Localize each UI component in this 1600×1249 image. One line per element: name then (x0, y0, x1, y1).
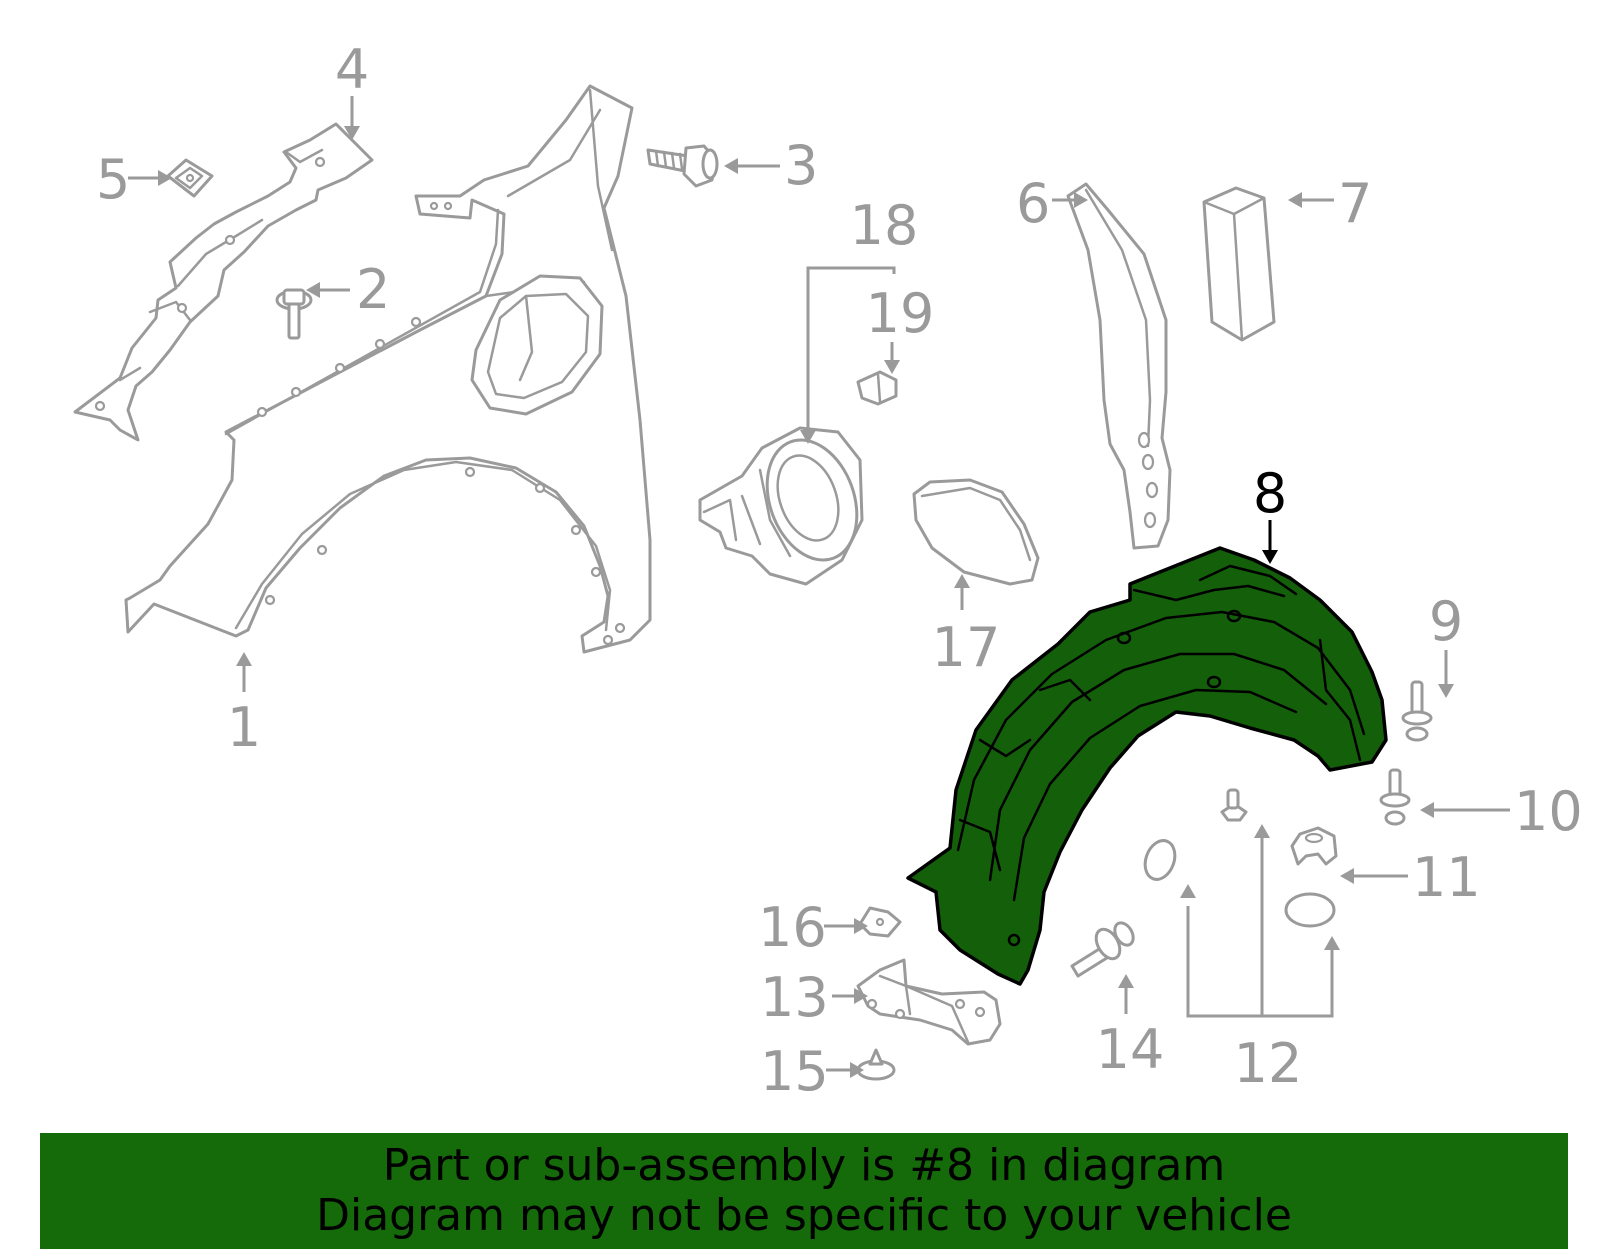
part-2-bolt[interactable] (275, 288, 313, 340)
callout-2[interactable]: 2 (356, 258, 390, 321)
callout-7[interactable]: 7 (1338, 172, 1372, 235)
part-15-push-pin[interactable] (856, 1048, 896, 1081)
part-7-foam-block[interactable] (1202, 186, 1276, 342)
part-4-fender-bracket[interactable] (73, 122, 374, 442)
banner-line-1: Part or sub-assembly is #8 in diagram (382, 1140, 1226, 1191)
callout-18[interactable]: 18 (850, 194, 919, 257)
callout-6[interactable]: 6 (1016, 172, 1050, 235)
part-8-fender-liner[interactable] (906, 546, 1388, 986)
part-13-bracket[interactable] (856, 958, 1002, 1046)
callout-4[interactable]: 4 (335, 38, 369, 101)
callout-9[interactable]: 9 (1429, 590, 1463, 653)
part-16-clip-nut[interactable] (858, 906, 902, 938)
callout-13[interactable]: 13 (760, 966, 829, 1029)
callout-8[interactable]: 8 (1253, 462, 1287, 525)
part-6-seal-strip[interactable] (1066, 182, 1172, 550)
callout-labels: 1 2 3 4 5 6 7 8 9 10 11 12 13 14 15 16 1… (96, 38, 1583, 1103)
callout-17[interactable]: 17 (932, 616, 1001, 679)
callout-1[interactable]: 1 (227, 696, 261, 759)
part-10-push-pin[interactable] (1379, 768, 1411, 826)
callout-19[interactable]: 19 (866, 282, 935, 345)
callout-11[interactable]: 11 (1412, 846, 1481, 909)
part-14-screw[interactable] (1070, 920, 1137, 978)
part-9-push-pin[interactable] (1401, 680, 1433, 742)
callout-5[interactable]: 5 (96, 148, 130, 211)
part-3-hex-bolt[interactable] (646, 144, 719, 188)
leader-lines (128, 96, 1510, 1078)
callout-3[interactable]: 3 (784, 134, 818, 197)
callout-10[interactable]: 10 (1514, 780, 1583, 843)
part-12-clip-set[interactable] (1140, 788, 1336, 928)
callout-16[interactable]: 16 (758, 896, 827, 959)
notice-banner: Part or sub-assembly is #8 in diagram Di… (40, 1133, 1568, 1249)
part-5-clip-nut[interactable] (166, 158, 214, 198)
part-11-clip[interactable] (1290, 826, 1338, 866)
part-17-fuel-door[interactable] (912, 478, 1040, 586)
callout-12[interactable]: 12 (1234, 1032, 1303, 1095)
part-19-fuel-door-bumper[interactable] (856, 370, 898, 406)
part-1-front-fender[interactable] (124, 84, 652, 654)
callout-15[interactable]: 15 (760, 1040, 829, 1103)
callout-14[interactable]: 14 (1096, 1018, 1165, 1081)
part-18-fuel-filler-housing[interactable] (698, 426, 873, 586)
banner-line-2: Diagram may not be specific to your vehi… (316, 1190, 1292, 1241)
